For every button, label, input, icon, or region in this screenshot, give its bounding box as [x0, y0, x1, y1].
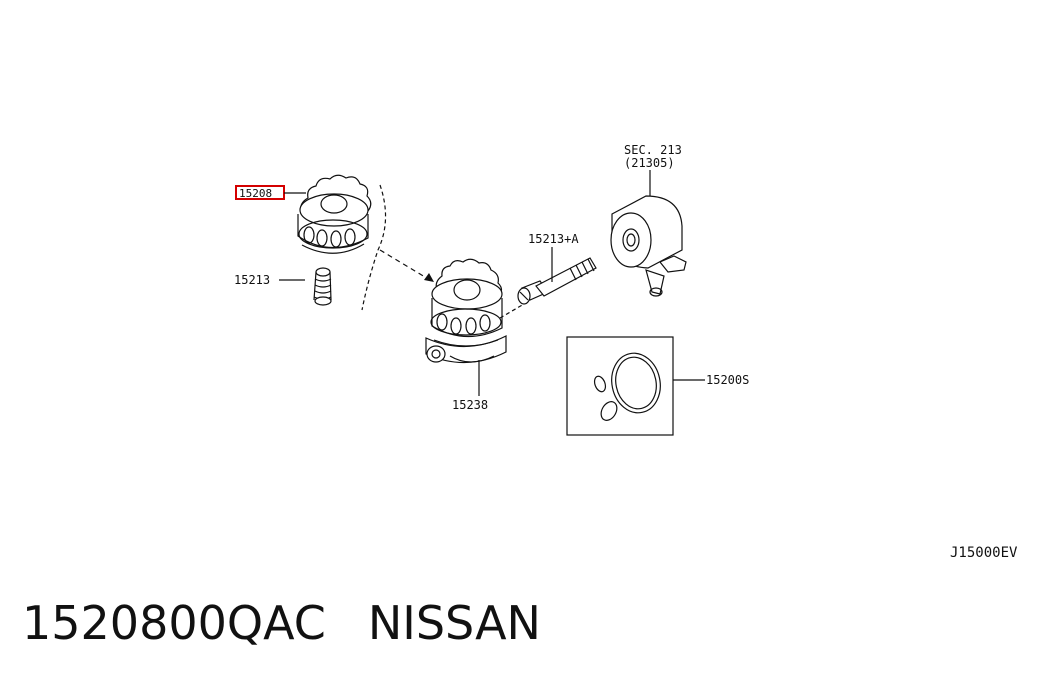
- bracket-curve: [361, 184, 387, 311]
- label-15213A[interactable]: 15213+A: [528, 232, 579, 246]
- filter-bracket-assembly[interactable]: [425, 258, 507, 364]
- brand-name: NISSAN: [367, 596, 541, 650]
- gasket-kit-part[interactable]: [566, 336, 674, 436]
- label-15208[interactable]: 15208: [239, 187, 272, 200]
- label-15200S[interactable]: 15200S: [706, 373, 749, 387]
- part-number: 1520800QAC: [22, 596, 326, 650]
- oil-filter-part[interactable]: [297, 174, 372, 254]
- footer-caption: 1520800QAC NISSAN: [22, 596, 541, 650]
- label-21305[interactable]: (21305): [624, 156, 675, 170]
- connector-dash: [499, 303, 525, 319]
- oil-cooler-part[interactable]: [610, 195, 687, 297]
- assembly-arrow: [379, 249, 431, 281]
- label-15238[interactable]: 15238: [452, 398, 488, 412]
- label-sec213[interactable]: SEC. 213: [624, 143, 682, 157]
- stud-bolt-part[interactable]: [313, 267, 332, 306]
- connector-bolt-part[interactable]: [517, 257, 597, 305]
- arrow-head: [424, 273, 434, 282]
- label-15213[interactable]: 15213: [234, 273, 270, 287]
- diagram-code: J15000EV: [950, 545, 1018, 561]
